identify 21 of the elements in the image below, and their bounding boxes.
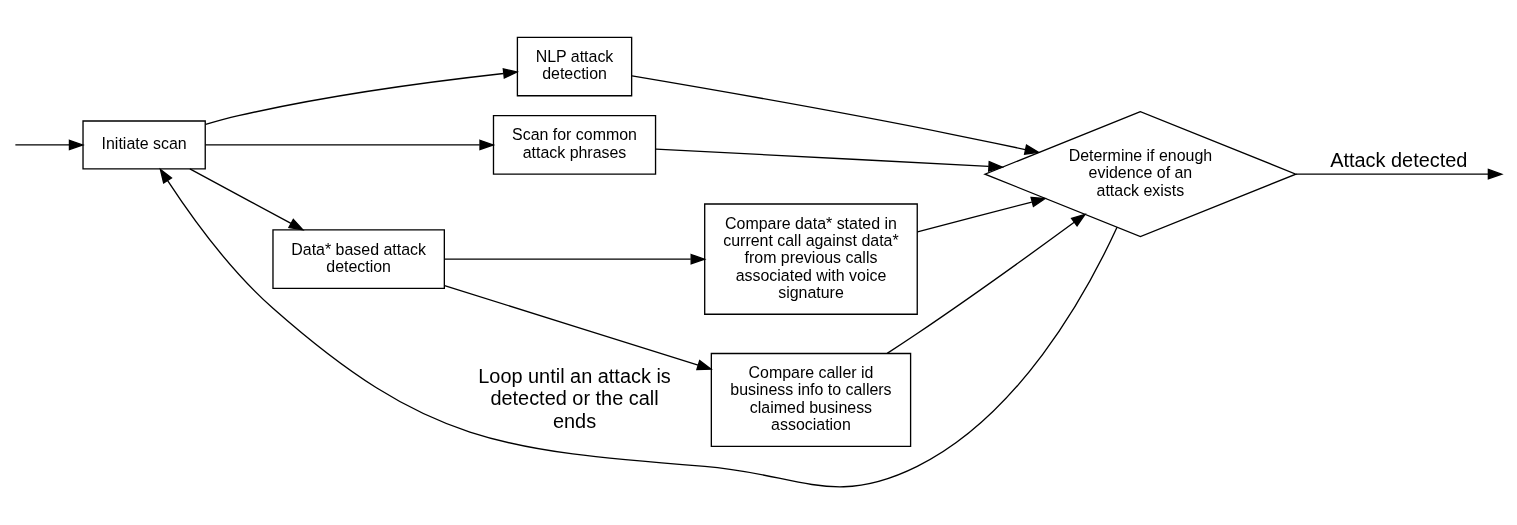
- arrow: [204, 139, 496, 151]
- edge-label: Loop until an attack is detected or the call ends: [478, 364, 671, 432]
- node-box: Scan for common attack phrases: [492, 115, 657, 175]
- arrow: [14, 139, 85, 151]
- arrow: [443, 253, 707, 265]
- arrow: [655, 148, 1005, 172]
- node-box: Compare data* stated in current call against data* from previous calls associated with voice signature: [704, 203, 918, 315]
- arrow: [189, 168, 305, 231]
- edge-label: Attack detected: [1330, 149, 1468, 172]
- node-diamond: Determine if enough evidence of an attack exists: [983, 111, 1298, 238]
- arrow: [204, 68, 519, 126]
- node-box: Data* based attack detection: [272, 229, 445, 290]
- node-box: NLP attack detection: [516, 36, 633, 97]
- arrow: [443, 284, 713, 371]
- arrow: [159, 167, 1118, 488]
- arrow: [1295, 168, 1504, 180]
- arrow: [916, 196, 1048, 233]
- node-box: Initiate scan: [82, 120, 206, 170]
- arrow: [886, 213, 1087, 354]
- arrow: [631, 75, 1041, 155]
- node-box: Compare caller id business info to callers claimed business association: [710, 352, 912, 448]
